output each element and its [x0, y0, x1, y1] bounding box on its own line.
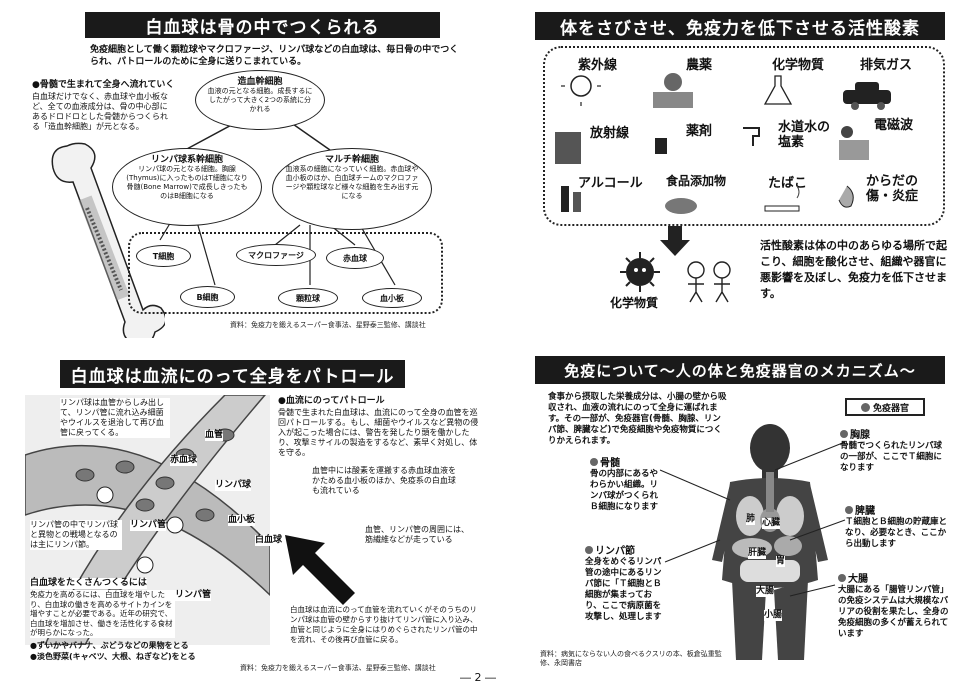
body-label-large-int: 大腸: [756, 586, 775, 597]
panel3-bullet2: ●淡色野菜(キャベツ、大根、ねぎなど)をとる: [30, 652, 196, 661]
stem-cell-text: 血液の元となる細胞。成長するにしたがって大きく2つの系統に分かれる: [207, 87, 313, 113]
body-label-stomach: 胃: [776, 556, 786, 567]
organ-bone-marrow-name: 骨髄: [600, 458, 620, 469]
organ-dot-icon: [590, 458, 598, 466]
label-rbc: 赤血球: [170, 455, 198, 466]
panel3-note-lymph: リンパ管の中でリンパ球と異物との戦場となるのは主にリンパ節。: [30, 520, 122, 550]
organ-spleen: 脾臓 Ｔ細胞とＢ細胞の貯蔵庫となり、必要なとき、ここから出動します: [845, 506, 950, 550]
organ-dot-icon: [845, 506, 853, 514]
factor-icons: [555, 66, 891, 214]
panel4-source: 資料：病気にならない人の食べるクスリの本、板倉弘重監修、永岡書店: [540, 650, 722, 667]
panel1-side-head: ●骨髄で生まれて全身へ流れていく: [32, 80, 175, 90]
legend-label: 免疫器官: [872, 403, 909, 414]
panel3-note-vessel: 血管、リンパ管の周囲には、筋繊維などが走っている: [365, 525, 469, 544]
panel3-note-mid: 血管中には酸素を運搬する赤血球血液をかためる血小板のほか、免疫系の白血球も流れて…: [312, 466, 456, 495]
factor-drugs: 薬剤: [686, 124, 713, 139]
cell-rbc: 赤血球: [326, 247, 384, 269]
multi-stem-text: 血液系の細胞になっていく細胞。赤血球や血小板のほか、白血球チームのマクロファージ…: [285, 165, 419, 200]
stem-cell-oval: 造血幹細胞 血液の元となる細胞。成長するにしたがって大きく2つの系統に分かれる: [195, 70, 325, 130]
panel3-note-tl: リンパ球は血管からしみ出して、リンパ管に流れ込み細菌やウイルスを退治して再び血管…: [60, 398, 170, 438]
factor-chemical: 化学物質: [772, 58, 825, 73]
factor-radiation: 放射線: [590, 126, 630, 141]
panel1-intro: 免疫細胞として働く顆粒球やマクロファージ、リンパ球などの白血球は、毎日骨の中でつ…: [90, 45, 459, 67]
panel1-title: 白血球は骨の中でつくられる: [85, 12, 440, 38]
panel3-bottom-right: 白血球は血流にのって血管を流れていくがそのうちのリンパ球は血管の壁からすり抜けて…: [290, 605, 478, 644]
cells-group: [128, 232, 443, 314]
organ-spleen-text: Ｔ細胞とＢ細胞の貯蔵庫となり、必要なとき、ここから出動します: [845, 517, 948, 549]
organ-thymus-text: 骨髄でつくられたリンパ球の一部が、ここでＴ細胞になります: [840, 441, 943, 473]
organ-lymph-node-text: 全身をめぐるリンパ管の途中にあるリンパ節に「Ｔ細胞とＢ細胞が集まっており、ここで…: [585, 557, 662, 622]
organ-dot-icon: [840, 430, 848, 438]
multi-stem-oval: マルチ幹細胞 血液系の細胞になっていく細胞。赤血球や血小板のほか、白血球チームの…: [272, 148, 432, 230]
factor-additives: 食品添加物: [666, 174, 727, 188]
cell-t: T細胞: [136, 245, 191, 267]
panel3-head1: ●血流にのってパトロール: [278, 396, 385, 406]
panel3-source: 資料：免疫力を鍛えるスーパー食事法、星野泰三監修、講談社: [240, 664, 436, 672]
organ-spleen-name: 脾臓: [855, 506, 875, 517]
body-label-heart: 心臓: [762, 518, 781, 529]
page-number: ― 2 ―: [460, 671, 496, 684]
panel3-bottom-body: 免疫力を高めるには、白血球を増やしたり、白血球の働きを高めるサイトカインを増やす…: [30, 590, 175, 638]
panel1-side-note: 白血球だけでなく、赤血球や血小板など、全ての血液成分は、骨の中心部にあるドロドロ…: [32, 92, 168, 131]
label-lymph-duct-2: リンパ管: [175, 590, 212, 601]
germ-icon: [620, 252, 660, 292]
factor-alcohol: アルコール: [578, 176, 643, 191]
organ-large-intestine-name: 大腸: [848, 574, 868, 585]
organ-lymph-node: リンパ節 全身をめぐるリンパ管の途中にあるリンパ節に「Ｔ細胞とＢ細胞が集まってお…: [585, 546, 665, 623]
body-label-liver: 肝臓: [748, 548, 767, 559]
label-lymphocyte: リンパ球: [215, 480, 252, 491]
organ-bone-marrow: 骨髄 骨の内部にあるやわらかい組織。リンパ球がつくられＢ細胞になります: [590, 458, 660, 513]
legend-dot-icon: [860, 402, 870, 412]
cell-platelet: 血小板: [362, 288, 422, 308]
body-label-lung: 肺: [746, 514, 756, 525]
multi-stem-title: マルチ幹細胞: [324, 155, 379, 165]
label-lymph-duct: リンパ管: [130, 520, 167, 531]
panel3-title: 白血球は血流にのって全身をパトロール: [60, 360, 405, 388]
cell-granulocyte: 顆粒球: [278, 288, 338, 308]
panel4-intro: 食事から摂取した栄養成分は、小腸の壁から吸収され、血液の流れにのって全身に運ばれ…: [548, 392, 727, 446]
factor-uv: 紫外線: [578, 58, 618, 73]
lymph-stem-text: リンパ球の元となる細胞。胸腺(Thymus)に入ったものはT細胞になり骨髄(Bo…: [126, 165, 248, 200]
panel3-bullet1: ●ずいかやバナナ、ぶどうなどの果物をとる: [30, 641, 189, 650]
factor-exhaust: 排気ガス: [860, 58, 913, 73]
panel2-title: 体をさびさせ、免疫力を低下させる活性酸素: [535, 12, 945, 40]
chem-label: 化学物質: [610, 296, 659, 310]
lymph-stem-oval: リンパ球系幹細胞 リンパ球の元となる細胞。胸腺(Thymus)に入ったものはT細…: [112, 148, 262, 226]
panel3-body1: 骨髄で生まれた白血球は、血流にのって全身の血管を巡回パトロールする。もし、細菌や…: [278, 408, 479, 457]
organ-lymph-node-name: リンパ節: [595, 546, 635, 557]
panel1-source: 資料：免疫力を鍛えるスーパー食事法、星野泰三監修、講談社: [230, 321, 426, 329]
label-vessel: 血管: [205, 430, 224, 441]
organ-dot-icon: [838, 574, 846, 582]
panel2-description: 活性酸素は体の中のあらゆる場所で起こり、細胞を酸化させ、組織や器官に悪影響を及ぼ…: [760, 239, 947, 300]
organ-thymus-name: 胸腺: [850, 430, 870, 441]
label-platelet: 血小板: [228, 515, 256, 526]
panel4-title: 免疫について〜人の体と免疫器官のメカニズム〜: [535, 356, 945, 384]
factor-pesticide: 農薬: [686, 58, 713, 73]
cell-b: B細胞: [180, 286, 235, 308]
down-arrow: [660, 226, 690, 256]
lymph-stem-title: リンパ球系幹細胞: [150, 155, 223, 165]
factor-em: 電磁波: [874, 118, 914, 133]
people-icon: [687, 261, 731, 303]
bone-illustration: [51, 142, 165, 338]
factors-box: [543, 46, 945, 226]
organ-large-intestine-text: 大腸にある「腸管リンパ管」の免疫システムは大規模なバリアの役割を果たし、全身の免…: [838, 585, 949, 639]
cell-macrophage: マクロファージ: [236, 244, 316, 266]
stem-cell-title: 造血幹細胞: [237, 77, 283, 87]
label-wbc: 白血球: [255, 535, 283, 546]
panel3-bottom-head: 白血球をたくさんつくるには: [30, 578, 147, 589]
organ-bone-marrow-text: 骨の内部にあるやわらかい組織。リンパ球がつくられＢ細胞になります: [590, 469, 659, 512]
organ-large-intestine: 大腸 大腸にある「腸管リンパ管」の免疫システムは大規模なバリアの役割を果たし、全…: [838, 574, 950, 640]
big-arrow: [285, 535, 355, 605]
factor-chlorine: 水道水の塩素: [778, 120, 831, 150]
organ-dot-icon: [585, 546, 593, 554]
body-label-small-int: 小腸: [764, 610, 783, 621]
human-body-illustration: [712, 424, 828, 660]
factor-injury: からだの傷・炎症: [866, 174, 919, 204]
organ-thymus: 胸腺 骨髄でつくられたリンパ球の一部が、ここでＴ細胞になります: [840, 430, 950, 474]
organ-legend: 免疫器官: [845, 398, 925, 416]
